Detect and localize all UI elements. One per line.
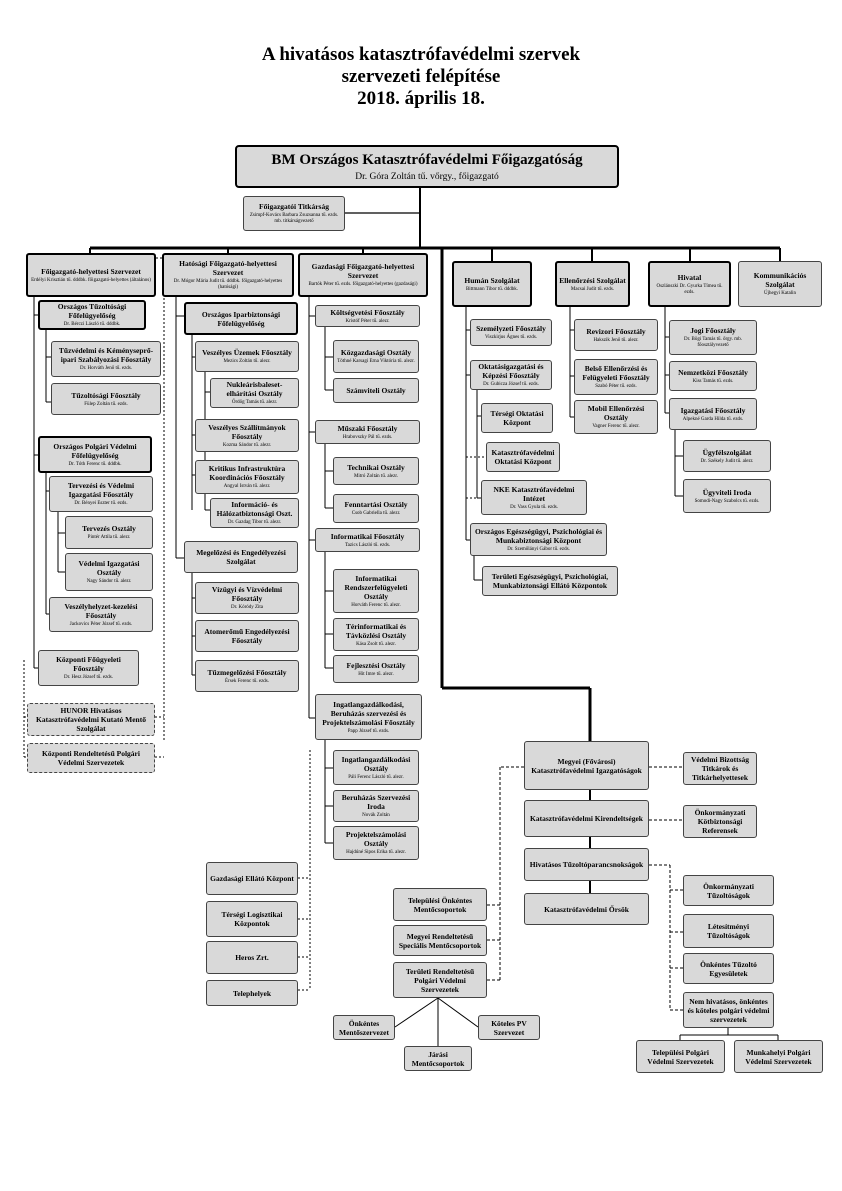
kozponti-rend-box: Központi Rendeltetésű Polgári Védelmi Sz…	[27, 743, 155, 773]
kritikus-box: Kritikus Infrastruktúra Koordinációs Főo…	[195, 460, 299, 494]
tuzved-kemeny-box: Tűzvédelmi és Kéményseprő-ipari Szabályo…	[51, 341, 161, 377]
title-line-2: szervezeti felépítése	[341, 66, 501, 87]
orszagos-eu-box: Országos Egészségügyi, Pszichológiai és …	[470, 523, 607, 556]
gazdasagi-box: Gazdasági Főigazgató-helyettesi Szerveze…	[298, 253, 428, 297]
hatosagi-box: Hatósági Főigazgató-helyettesi Szervezet…	[162, 253, 294, 297]
koteles-pv-box: Köteles PV Szervezet	[478, 1015, 540, 1040]
megyei-rend-box: Megyei Rendeltetésű Speciális Mentőcsopo…	[393, 925, 487, 956]
ingatlan-fo-box: Ingatlangazdálkodási, Beruházás szervezé…	[315, 694, 422, 740]
page-title: A hivatásos katasztrófavédelmi szervek s…	[0, 44, 842, 110]
teruleti-rend-box: Területi Rendeltetésű Polgári Védelmi Sz…	[393, 962, 487, 998]
iparbiz-fo-box: Országos Iparbiztonsági Főfelügyelőség	[184, 302, 298, 335]
heros-box: Heros Zrt.	[206, 941, 298, 974]
vedelmi-biz-box: Védelmi Bizottság Titkárok és Titkárhely…	[683, 752, 757, 785]
tervezesi-box: Tervezési és Védelmi Igazgatási Főosztál…	[49, 476, 153, 512]
kirendeltsegek-box: Katasztrófavédelmi Kirendeltségek	[524, 800, 649, 837]
telepulesi-onk-box: Települési Önkéntes Mentőcsoportok	[393, 888, 487, 921]
tersegi-log-box: Térségi Logisztikai Központok	[206, 901, 298, 937]
onkorm-tuz-box: Önkormányzati Tűzoltóságok	[683, 875, 774, 906]
nem-hivatasos-box: Nem hivatásos, önkéntes és köteles polgá…	[683, 992, 774, 1028]
teruleti-eu-box: Területi Egészségügyi, Pszichológiai, Mu…	[482, 566, 618, 596]
title-line-1: A hivatásos katasztrófavédelmi szervek	[261, 44, 581, 65]
telepulesi-pv-box: Települési Polgári Védelmi Szervezetek	[636, 1040, 725, 1073]
informacio-biz-box: Információ- és Hálózatbiztonsági Oszt.Dr…	[210, 498, 299, 528]
title-line-3: 2018. április 18.	[357, 88, 485, 109]
megelozesi-box: Megelőzési és Engedélyezési Szolgálat	[184, 541, 298, 573]
jarasi-box: Járási Mentőcsoportok	[404, 1046, 472, 1071]
onkentes-ment-box: Önkéntes Mentőszervezet	[333, 1015, 395, 1040]
onkentes-tuz-box: Önkéntes Tűzoltó Egyesületek	[683, 953, 774, 984]
hunor-box: HUNOR Hivatásos Katasztrófavédelmi Kutat…	[27, 703, 155, 736]
root-box: BM Országos Katasztrófavédelmi Főigazgat…	[235, 145, 619, 188]
megyei-box: Megyei (Fővárosi) Katasztrófavédelmi Iga…	[524, 741, 649, 790]
szamviteli-box: Számviteli Osztály	[333, 378, 419, 403]
hivatasos-tp-box: Hivatásos Tűzoltóparancsnokságok	[524, 848, 649, 881]
letesitmenyi-box: Létesítményi Tűzoltóságok	[683, 914, 774, 948]
belso-box: Belső Ellenőrzési és Felügyeleti Főosztá…	[574, 359, 658, 395]
tersegi-okt-box: Térségi Oktatási Központ	[481, 403, 553, 433]
kat-orsok-box: Katasztrófavédelmi Őrsök	[524, 893, 649, 925]
atomeromu-box: Atomerőmű Engedélyezési Főosztály	[195, 620, 299, 652]
munkahelyi-pv-box: Munkahelyi Polgári Védelmi Szervezetek	[734, 1040, 823, 1073]
onkorm-ref-box: Önkormányzati Kötbiztonsági Referensek	[683, 805, 757, 838]
telephelyek-box: Telephelyek	[206, 980, 298, 1006]
info-rendszer-box: Informatikai Rendszerfelügyeleti Osztály…	[333, 569, 419, 613]
kat-okt-box: Katasztrófavédelmi Oktatási Központ	[486, 442, 560, 472]
gazd-ellato-box: Gazdasági Ellátó Központ	[206, 862, 298, 895]
